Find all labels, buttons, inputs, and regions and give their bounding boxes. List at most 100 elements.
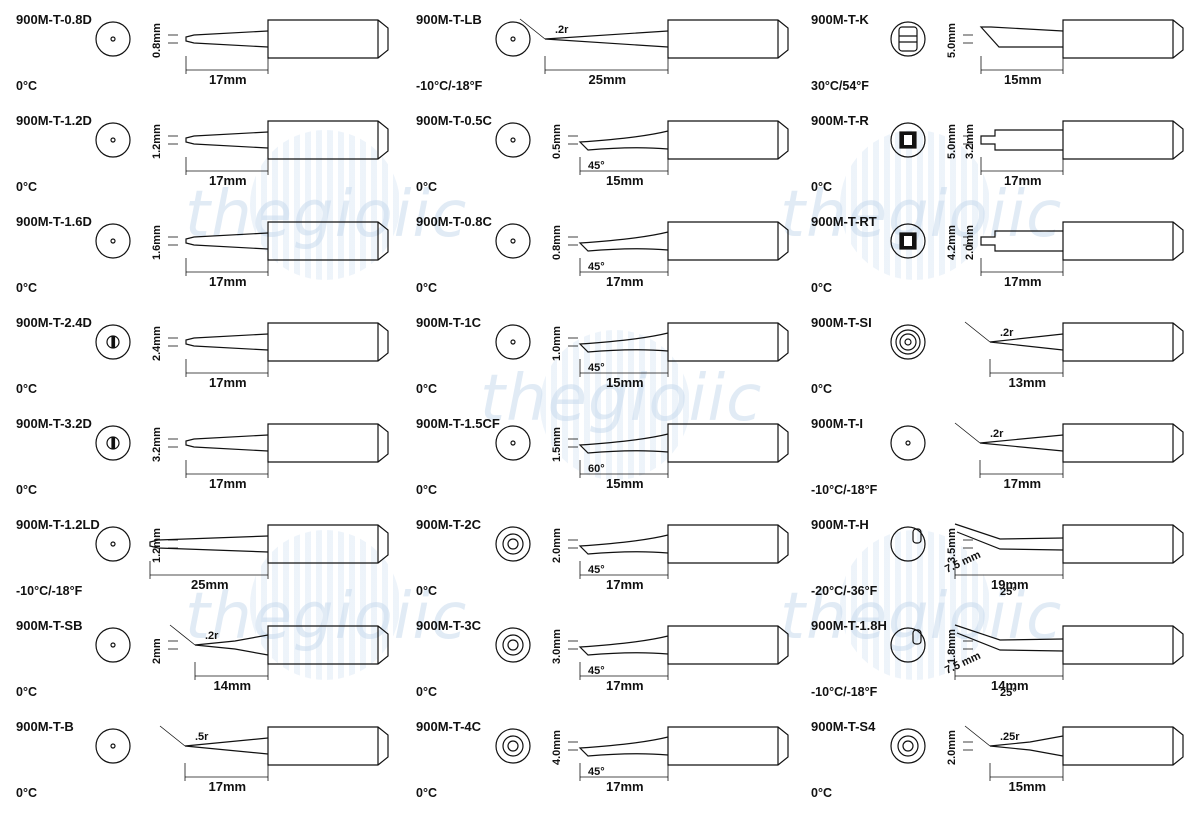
tip-angle-label: 45° — [588, 564, 605, 576]
tip-diameter-dimension: 5.0mm — [946, 124, 958, 159]
tip-end-view — [495, 21, 531, 57]
tip-temperature-offset: -10°C/-18°F — [416, 79, 483, 93]
tip-shaft — [578, 635, 669, 656]
tip-length-dimension: 17mm — [209, 173, 247, 188]
tip-barrel — [267, 423, 389, 463]
tip-radius-label: .2r — [205, 630, 219, 642]
tip-drawing: 13mm.2r — [890, 321, 1184, 390]
tip-temperature-offset: 0°C — [416, 180, 437, 194]
tip-diameter-dimension: 1.8mm — [946, 629, 958, 664]
tip-temperature-offset: 30°C/54°F — [811, 79, 869, 93]
tip-shaft — [185, 434, 269, 452]
tip-end-view — [890, 122, 926, 158]
tip-model-label: 900M-T-3C — [416, 618, 482, 633]
tip-end-view — [95, 627, 131, 663]
tip-shaft — [185, 232, 269, 250]
tip-diameter-dimension: 2mm — [151, 638, 163, 664]
tip-length-dimension: 17mm — [1004, 173, 1042, 188]
tip-face-icon — [912, 528, 922, 544]
tip-length-dimension: 25mm — [589, 72, 627, 87]
tip-model-label: 900M-T-3.2D — [16, 416, 92, 431]
tip-shaft — [578, 736, 669, 757]
tip-shaft — [954, 523, 1064, 551]
tip-end-view — [495, 728, 531, 764]
tip-length-dimension: 13mm — [1009, 375, 1047, 390]
tip-barrel — [667, 19, 789, 59]
tip-drawing: 25mm.2r — [495, 18, 789, 87]
tip-barrel — [1062, 423, 1184, 463]
tip-face-icon — [106, 436, 120, 450]
tip-end-view — [495, 324, 531, 360]
tip-angle-label: 25° — [1000, 586, 1017, 598]
tip-shaft — [980, 230, 1063, 252]
tip-length-dimension: 17mm — [606, 779, 644, 794]
tip-model-label: 900M-T-1.8H — [811, 618, 887, 633]
tip-diameter-dimension: 3.0mm — [551, 629, 563, 664]
tip-model-label: 900M-T-R — [811, 113, 869, 128]
tip-length-dimension: 14mm — [991, 678, 1029, 693]
tip-diameter-dimension: 2.4mm — [151, 326, 163, 361]
tip-temperature-offset: 0°C — [416, 281, 437, 295]
tip-diameter-dimension: 5.0mm — [946, 23, 958, 58]
tip-angle-label: 60° — [588, 463, 605, 475]
tip-face-icon — [905, 440, 911, 446]
tip-face-icon — [502, 634, 524, 656]
tip-angle-label: 25° — [1000, 687, 1017, 699]
tip-model-label: 900M-T-RT — [811, 214, 877, 229]
tip-diameter-dimension: 2.0mm — [946, 730, 958, 765]
tip-length-dimension: 25mm — [191, 577, 229, 592]
tip-barrel — [667, 524, 789, 564]
tip-barrel — [267, 19, 389, 59]
tip-face-icon — [510, 339, 516, 345]
tip-drawing: 17mm 2.4mm — [95, 322, 389, 390]
tip-end-view — [95, 526, 131, 562]
tip-length-dimension: 17mm — [209, 375, 247, 390]
tip-model-label: 900M-T-1.2D — [16, 113, 92, 128]
tip-diameter-dimension: 1.6mm — [151, 225, 163, 260]
tip-angle-label: 45° — [588, 362, 605, 374]
tip-shaft — [578, 332, 669, 353]
tip-model-label: 900M-T-0.8C — [416, 214, 492, 229]
tip-barrel — [267, 726, 389, 766]
tip-temperature-offset: 0°C — [16, 685, 37, 699]
tip-face-icon — [895, 329, 921, 355]
tip-temperature-offset: -20°C/-36°F — [811, 584, 878, 598]
tip-temperature-offset: 0°C — [16, 180, 37, 194]
tip-diameter-dimension-secondary: 3.2mm — [964, 124, 976, 159]
tip-end-view — [95, 425, 131, 461]
tip-length-dimension: 17mm — [1004, 274, 1042, 289]
tip-face-icon — [106, 335, 120, 349]
tip-angle-label: 45° — [588, 766, 605, 778]
tip-radius-label: .5r — [195, 731, 209, 743]
tip-barrel — [267, 221, 389, 261]
tip-length-dimension: 17mm — [606, 678, 644, 693]
tip-model-label: 900M-T-1.2LD — [16, 517, 100, 532]
tip-length-dimension: 15mm — [606, 375, 644, 390]
tip-model-label: 900M-T-1C — [416, 315, 482, 330]
tip-end-view — [495, 526, 531, 562]
tip-face-icon — [897, 735, 919, 757]
tip-end-view — [890, 425, 926, 461]
tip-length-dimension: 17mm — [209, 72, 247, 87]
tip-end-view — [495, 223, 531, 259]
tip-shaft — [185, 131, 269, 149]
tip-end-view — [890, 324, 926, 360]
tip-face-icon — [510, 440, 516, 446]
tip-temperature-offset: -10°C/-18°F — [16, 584, 83, 598]
tip-barrel — [667, 120, 789, 160]
tip-temperature-offset: 0°C — [416, 483, 437, 497]
